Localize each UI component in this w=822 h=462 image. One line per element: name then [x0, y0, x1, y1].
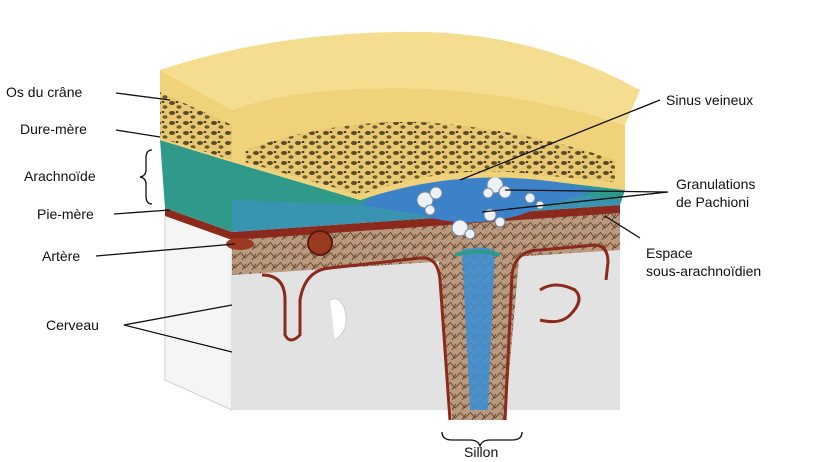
label-os-du-crane: Os du crâne	[6, 84, 82, 100]
label-sinus-veineux: Sinus veineux	[666, 92, 753, 108]
label-granulations-line2: de Pachioni	[676, 194, 749, 210]
label-granulations-line1: Granulations	[676, 176, 755, 192]
label-espace-line1: Espace	[646, 245, 693, 261]
label-artere: Artère	[42, 248, 80, 264]
label-arachnoide: Arachnoïde	[24, 168, 96, 184]
label-cerveau: Cerveau	[46, 317, 99, 333]
label-sillon: Sillon	[464, 444, 498, 460]
label-dure-mere: Dure-mère	[20, 121, 87, 137]
label-espace-line2: sous-arachnoïdien	[646, 263, 761, 279]
label-pie-mere: Pie-mère	[37, 206, 94, 222]
artery-shape	[308, 231, 332, 255]
